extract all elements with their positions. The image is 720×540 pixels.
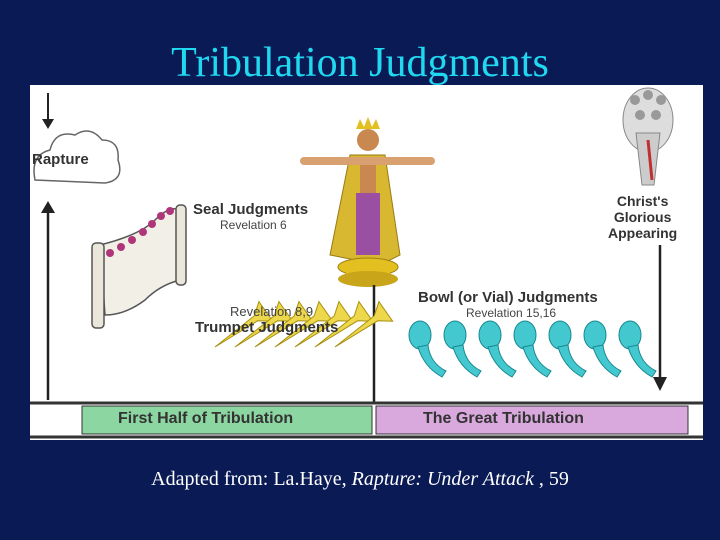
seal-judgments-title: Seal Judgments — [193, 201, 309, 218]
caption-suffix: , 59 — [533, 468, 569, 490]
christ-label-line-2: Glorious — [613, 209, 672, 225]
bowl-judgments-ref: Revelation 15,16 — [466, 306, 557, 320]
trumpets-icon — [214, 300, 394, 348]
bowl-judgments-title: Bowl (or Vial) Judgments — [418, 289, 598, 306]
christ-label-line-3: Appearing — [608, 225, 678, 241]
seal-judgments-ref: Revelation 6 — [220, 218, 287, 232]
christ-appearing-label: Christ's Glorious Appearing — [608, 193, 677, 241]
christ-figure-icon — [300, 117, 435, 287]
great-tribulation-label: The Great Tribulation — [423, 410, 584, 427]
first-half-label: First Half of Tribulation — [118, 410, 294, 427]
trumpet-judgments-ref: Revelation 8,9 — [230, 304, 314, 319]
up-arrow-icon — [41, 201, 55, 400]
scroll-icon — [91, 204, 187, 329]
trumpet-judgments-title: Trumpet Judgments — [195, 319, 339, 336]
down-arrow-icon — [653, 245, 667, 391]
diagram-art — [30, 87, 703, 439]
caption-book-title: Rapture: Under Attack — [351, 468, 534, 490]
rapture-label: Rapture — [32, 151, 89, 168]
down-arrow-icon — [42, 93, 54, 129]
caption-prefix: Adapted from: La.Haye, — [151, 468, 352, 490]
caption: Adapted from: La.Haye, Rapture: Under At… — [0, 468, 720, 491]
diagram-panel: Rapture Seal Judgments Revelation 6 Reve… — [30, 85, 703, 440]
angels-icon — [622, 87, 674, 186]
christ-label-line-1: Christ's — [616, 193, 669, 209]
bowls-icon — [408, 320, 657, 378]
timeline-bar — [30, 401, 703, 439]
slide-title: Tribulation Judgments — [171, 40, 549, 86]
cloud-icon — [33, 130, 121, 184]
